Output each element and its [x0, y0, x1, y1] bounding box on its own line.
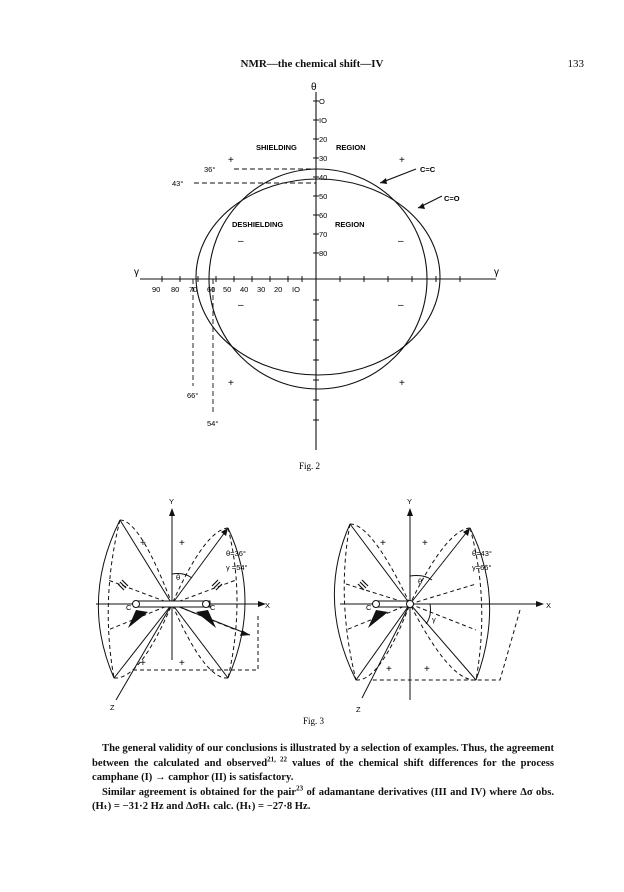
- sign-plus: +: [422, 538, 428, 549]
- fig3-theta-label: θ: [418, 577, 422, 586]
- fig3-z-label: Z: [110, 703, 115, 712]
- co-shielding-ellipse: [195, 178, 441, 376]
- fig3-caption: Fig. 3: [303, 716, 325, 726]
- gamma-tick: 80: [171, 285, 179, 294]
- gamma-tick: 20: [274, 285, 282, 294]
- fig3-z-label: Z: [356, 705, 361, 714]
- shielding-region-label: REGION: [336, 143, 366, 152]
- paragraph: Similar agreement is obtained for the pa…: [92, 784, 554, 813]
- theta-tick: 30: [319, 154, 327, 163]
- gamma-tick: 60: [207, 285, 215, 294]
- theta-tick: 40: [319, 173, 327, 182]
- sign-minus: –: [238, 236, 244, 247]
- theta-tick: 60: [319, 211, 327, 220]
- theta-tick: 20: [319, 135, 327, 144]
- running-title: NMR—the chemical shift—IV: [240, 58, 384, 70]
- fig3-c-label: C: [126, 603, 132, 612]
- fig3-c-label: C: [210, 603, 216, 612]
- angle-36-label: 36°: [204, 165, 215, 174]
- fig3-right-panel: Y X Z C θ γ θ=43° γ=66° + + + +: [333, 497, 551, 714]
- fig3-param-gamma: γ =54°: [226, 563, 248, 572]
- fig3-c-label: C: [366, 603, 372, 612]
- sign-plus: +: [399, 155, 405, 166]
- sign-plus: +: [380, 538, 386, 549]
- sign-plus: +: [228, 155, 234, 166]
- theta-tick: 70: [319, 230, 327, 239]
- fig3-x-label: X: [546, 601, 551, 610]
- shielding-label: SHIELDING: [256, 143, 297, 152]
- fig3-theta-label: θ: [176, 573, 180, 582]
- fig3-y-label: Y: [407, 497, 412, 506]
- figure-2: θ O IO 20 30 40 50 60 70 80 γ γ 90 80 70…: [134, 82, 499, 471]
- sign-plus: +: [179, 658, 185, 669]
- theta-tick: 50: [319, 192, 327, 201]
- co-label: C=O: [444, 194, 460, 203]
- gamma-tick: 90: [152, 285, 160, 294]
- gamma-tick: 50: [223, 285, 231, 294]
- gamma-tick: 70: [189, 285, 197, 294]
- fig3-param-theta: θ=36°: [226, 549, 246, 558]
- figure-3: Y X Z C C θ θ=36° γ =54° + + + +: [96, 497, 551, 726]
- theta-tick: O: [319, 97, 325, 106]
- fig3-left-panel: Y X Z C C θ θ=36° γ =54° + + + +: [96, 497, 270, 712]
- fig2-caption: Fig. 2: [299, 461, 320, 471]
- fig3-gamma-label: γ: [432, 615, 436, 624]
- fig3-param-gamma: γ=66°: [472, 563, 491, 572]
- sign-plus: +: [386, 664, 392, 675]
- gamma-tick: IO: [292, 285, 300, 294]
- sign-minus: –: [398, 300, 404, 311]
- theta-axis-label: θ: [311, 82, 317, 93]
- fig3-x-label: X: [265, 601, 270, 610]
- theta-tick: IO: [319, 116, 327, 125]
- sign-minus: –: [238, 300, 244, 311]
- z-axis: [361, 603, 411, 699]
- body-text: The general validity of our conclusions …: [92, 742, 554, 815]
- gamma-tick: 40: [240, 285, 248, 294]
- gamma-axis-label-right: γ: [494, 267, 499, 278]
- sign-plus: +: [424, 664, 430, 675]
- page-number: 133: [567, 58, 585, 70]
- gamma-axis-label-left: γ: [134, 267, 139, 278]
- cc-label: C=C: [420, 165, 436, 174]
- running-head: NMR—the chemical shift—IV 133: [40, 58, 585, 74]
- sign-plus: +: [140, 658, 146, 669]
- gamma-tick: 30: [257, 285, 265, 294]
- deshielding-region-label: REGION: [335, 220, 365, 229]
- angle-43-label: 43°: [172, 179, 183, 188]
- fig3-y-label: Y: [169, 497, 174, 506]
- z-axis: [115, 603, 173, 701]
- angle-66-label: 66°: [187, 391, 198, 400]
- theta-tick: 80: [319, 249, 327, 258]
- sign-plus: +: [140, 538, 146, 549]
- angle-54-label: 54°: [207, 419, 218, 428]
- paragraph: The general validity of our conclusions …: [92, 743, 554, 784]
- sign-plus: +: [179, 538, 185, 549]
- deshielding-label: DESHIELDING: [232, 220, 283, 229]
- sign-minus: –: [398, 236, 404, 247]
- fig3-param-theta: θ=43°: [472, 549, 492, 558]
- sign-plus: +: [399, 378, 405, 389]
- sign-plus: +: [228, 378, 234, 389]
